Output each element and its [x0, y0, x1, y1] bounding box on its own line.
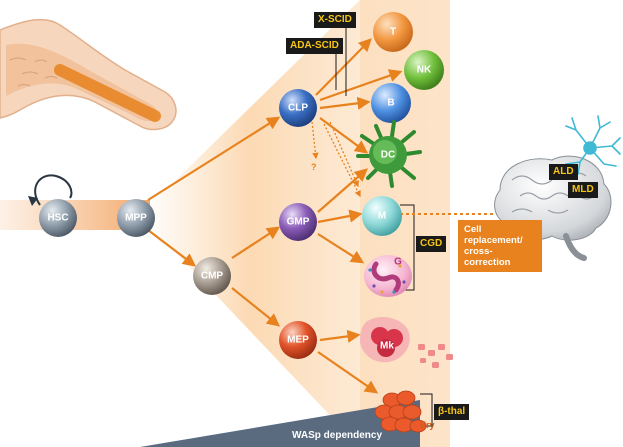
clp-node — [279, 89, 317, 127]
cmp-node — [193, 257, 231, 295]
mep-node — [279, 321, 317, 359]
bone-icon — [0, 18, 177, 131]
g-label: G — [394, 256, 402, 268]
b-cell-label: B — [387, 97, 395, 109]
neuron-icon — [565, 115, 621, 175]
b-cell — [371, 83, 411, 123]
m-label: M — [377, 210, 387, 222]
monocyte-cell — [362, 196, 402, 236]
uncertain-arrows — [311, 121, 361, 198]
gmp-node — [279, 203, 317, 241]
granulocyte-cell — [364, 255, 412, 297]
wasp-dependency-label: WASp dependency — [292, 430, 383, 441]
wasp-dependency-bar — [140, 400, 420, 447]
erythrocyte-cluster — [374, 390, 427, 433]
mld-tag: MLD — [568, 182, 598, 198]
mep-label: MEP — [287, 334, 309, 346]
ada-scid-tag: ADA-SCID — [286, 38, 343, 54]
cell-replacement-box: Cell replacement/ cross-correction — [458, 220, 542, 272]
mk-label: Mk — [380, 340, 394, 352]
t-cell-label: T — [389, 26, 397, 38]
mpp-node — [117, 199, 155, 237]
ald-tag: ALD — [549, 164, 578, 180]
gmp-label: GMP — [286, 216, 310, 228]
hsc-node — [39, 199, 77, 237]
nk-cell-label: NK — [416, 64, 432, 76]
megakaryocyte-cell — [360, 316, 410, 363]
self-renewal-arrow — [34, 174, 73, 206]
hsc-label: HSC — [47, 212, 69, 224]
nk-cell — [404, 50, 444, 90]
cmp-label: CMP — [200, 270, 224, 282]
uncertain-path-label: ? — [311, 162, 317, 172]
lineage-arrows — [147, 38, 403, 394]
clp-label: CLP — [288, 102, 308, 114]
mpp-label: MPP — [125, 212, 147, 224]
ery-label: Ery — [420, 420, 435, 430]
dc-label: DC — [380, 149, 396, 161]
platelets — [418, 344, 453, 368]
beta-thal-tag: β-thal — [434, 404, 470, 420]
cgd-tag: CGD — [416, 236, 447, 252]
dendritic-cell — [356, 120, 422, 188]
disease-connectors — [335, 26, 433, 427]
x-scid-tag: X-SCID — [314, 12, 356, 28]
t-cell — [373, 12, 413, 52]
